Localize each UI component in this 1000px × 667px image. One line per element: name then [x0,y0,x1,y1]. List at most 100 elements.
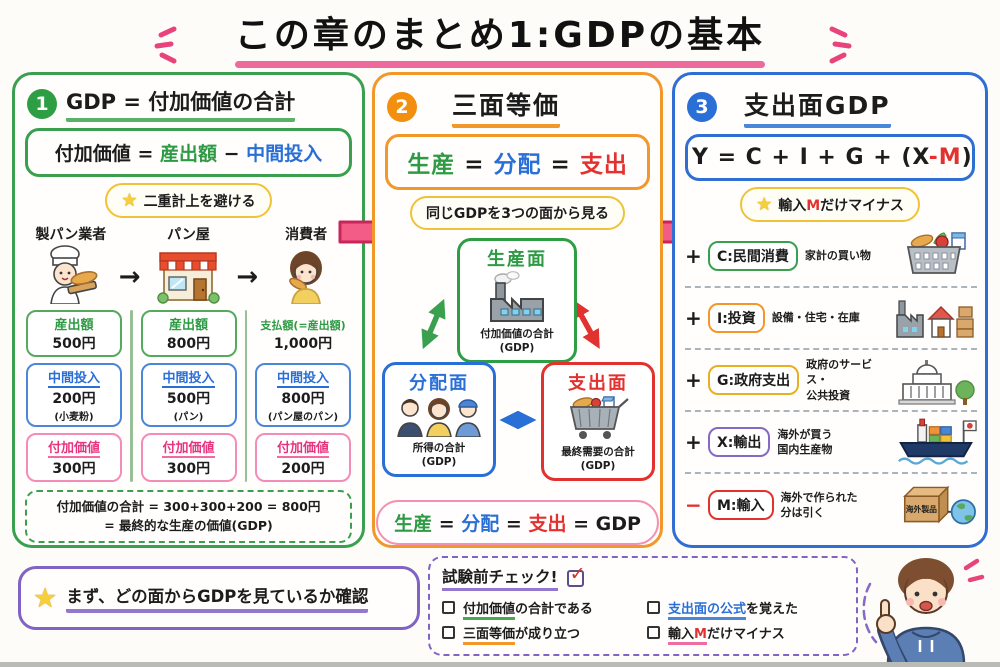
column-divider [130,310,133,482]
payment-value: 1,000円 [273,336,333,352]
equals-sign: = [137,143,154,165]
title-underline [234,61,766,68]
component-desc: 設備・住宅・在庫 [771,311,860,325]
sparkle-left-icon [154,26,177,64]
node-sub: 付加価値の合計 [480,328,554,340]
expenditure-term: 支出 [528,513,567,535]
formula-main: Y = C + I + G + (X [692,145,929,170]
import-box-label: 海外製品 [906,504,937,514]
check-item-expenditure-formula: 支出面の公式を覚えた [647,598,844,620]
distribution-term: 分配 [493,152,542,178]
output-value: 500円 [52,336,96,352]
value-added-value: 300円 [52,461,96,477]
formula-import: -M [928,145,962,170]
check-pre: 輸入 [668,627,695,642]
supply-chain-row: 製パン業者 → パン屋 [15,222,362,308]
component-desc: 家計の買い物 [804,249,871,263]
expenditure-formula: Y = C + I + G + (X-M) [685,134,975,181]
star-icon: ★ [33,582,58,614]
panel2-number-badge: 2 [387,92,417,122]
intermediate-value: 500円 [166,391,211,407]
import-box-globe-icon: 海外製品 [902,485,976,525]
output-label: 産出額 [54,318,94,333]
equals-sign: = [464,152,485,178]
panel3-heading: 支出面GDP [744,86,891,128]
component-desc: 政府のサービス・ [806,357,873,387]
panel-expenditure-gdp: 3 支出面GDP Y = C + I + G + (X-M) ★ 輸入Mだけマイ… [672,72,988,548]
check-highlight: 三面等価 [463,627,516,645]
check-rest: を覚えた [746,602,799,617]
intermediate-label: 中間投入 [162,367,215,388]
panel-three-sided-equivalence: 2 三面等価 生産 = 分配 = 支出 同じGDPを3つの面から見る [372,72,663,548]
output-value: 800円 [166,336,211,352]
panel-gdp-value-added: 1 GDP = 付加価値の合計 付加価値 = 産出額 − 中間投入 ★ 二重計上… [12,72,365,548]
component-desc: 海外で作られた [780,490,858,504]
note-post: だけマイナス [820,197,904,214]
checkbox[interactable] [647,601,660,614]
three-faces-note: 同じGDPを3つの面から見る [409,196,626,230]
component-desc2: 公共投資 [806,388,851,402]
minus-sign: − [685,493,702,517]
page-header: この章のまとめ1:GDPの基本 [0,6,1000,68]
formula-lhs: 付加価値 [54,143,131,165]
government-building-icon [898,360,975,405]
check-item-value-added: 付加価値の合計である [442,598,639,620]
gdp-components-list: + C:民間消費 家計の買い物 + I:投資 [685,226,977,536]
value-added-label: 付加価値 [276,437,329,458]
value-added-label: 付加価値 [162,437,215,458]
actor-name: パン屋 [167,227,210,243]
component-row-exports: + X:輸出 海外が買う国内生産物 [685,412,977,474]
summary-line1: 付加価値の合計 = 300+300+200 = 800円 [56,499,321,514]
minus-sign: − [223,143,240,165]
check-m: M [694,627,707,642]
plus-sign: + [685,244,702,268]
note-pre: 輸入 [778,197,807,214]
node-gdp: (GDP) [499,342,535,355]
star-icon: ★ [121,190,138,211]
expenditure-face-node: 支出面 最終需要の合計 (GDP) [541,362,655,482]
distribution-face-node: 分配面 所得の合計 (GDP) [382,362,496,478]
output-label: 産出額 [168,318,208,333]
actor-consumer: 消費者 [258,224,354,308]
intermediate-value: 800円 [281,391,325,407]
baker-icon [49,245,98,305]
node-gdp: (GDP) [580,460,616,473]
shopping-basket-icon [906,232,966,274]
value-added-value: 200円 [281,461,325,477]
flow-arrow-icon: → [236,262,259,292]
component-row-investment: + I:投資 設備・住宅・在庫 [685,288,977,350]
checkbox[interactable] [442,601,455,614]
intermediate-value: 200円 [52,391,96,407]
intermediate-note: (パン屋のパン) [267,412,339,423]
production-face-node: 生産面 付加価値の合計 (GDP) [457,238,577,364]
consumer-icon [289,251,323,305]
component-row-consumption: + C:民間消費 家計の買い物 [685,226,977,288]
checkbox[interactable] [442,626,455,639]
star-icon: ★ [756,194,773,215]
node-label: 支出面 [568,373,628,394]
checkbox[interactable] [647,626,660,639]
double-counting-note: ★ 二重計上を避ける [105,183,272,218]
checked-checkbox[interactable]: ✓ [566,563,586,587]
check-highlight: 付加価値 [463,602,516,620]
gdp-term: GDP [595,513,641,535]
plus-sign: + [685,306,702,330]
component-label: I:投資 [708,303,765,333]
production-term: 生産 [394,513,433,535]
factory-icon [490,271,544,322]
people-icon [397,398,481,438]
component-label: M:輸入 [708,490,774,520]
actor-baker: 製パン業者 [23,224,119,308]
node-sub: 最終需要の合計 [561,446,635,458]
intermediate-note: (パン) [173,412,204,423]
equals-sign: = [505,513,522,535]
check-highlight: 支出面の公式 [668,602,747,620]
check-item-three-sided: 三面等価が成り立つ [442,623,639,645]
panel3-number-badge: 3 [687,92,717,122]
import-minus-note: ★ 輸入Mだけマイナス [740,187,920,222]
checklist-grid: 付加価値の合計である 支出面の公式を覚えた 三面等価が成り立つ 輸入Mだけマイナ… [442,598,844,645]
